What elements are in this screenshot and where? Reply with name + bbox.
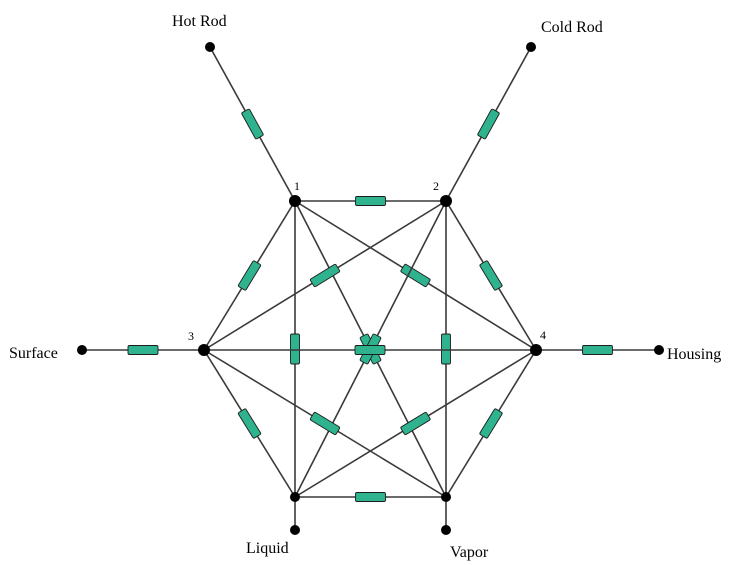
resistor-n2-vapor <box>441 333 451 365</box>
label-layer: Hot Rod Cold Rod 1 2 3 4 Surface Housing… <box>9 13 721 561</box>
label-surface: Surface <box>9 345 58 362</box>
resistor-n4-vapor <box>479 408 503 439</box>
resistor-hot_rod-n1 <box>241 108 264 140</box>
resistor-n4-housing <box>582 345 613 355</box>
node-n2 <box>440 195 452 207</box>
node-cold-rod <box>526 42 536 52</box>
label-node-1: 1 <box>294 179 300 193</box>
label-node-4: 4 <box>540 328 546 342</box>
resistor-n3-n4 <box>354 345 386 355</box>
node-housing <box>654 345 664 355</box>
resistor-n4-liquid <box>400 411 431 436</box>
resistor-n1-n3 <box>237 260 262 291</box>
label-cold-rod: Cold Rod <box>541 19 603 36</box>
node-liquid <box>290 492 300 502</box>
resistor-n1-liquid <box>290 333 300 365</box>
node-n4 <box>530 344 542 356</box>
node-vapor-terminal <box>441 525 451 535</box>
label-housing: Housing <box>667 346 721 363</box>
resistor-n3-liquid <box>237 408 262 439</box>
resistor-cold_rod-n2 <box>477 108 500 140</box>
node-liquid-terminal <box>290 525 300 535</box>
label-node-3: 3 <box>188 329 194 343</box>
label-liquid: Liquid <box>246 540 289 557</box>
resistor-n1-n4 <box>400 263 431 288</box>
resistor-n2-n4 <box>479 260 503 291</box>
resistor-surface-n3 <box>127 345 159 355</box>
resistor-n1-n2 <box>355 196 386 206</box>
edge-layer <box>82 46 659 530</box>
node-n3 <box>198 344 210 356</box>
node-surface <box>77 345 87 355</box>
resistor-n3-vapor <box>309 411 341 436</box>
label-vapor: Vapor <box>450 544 489 561</box>
label-hot-rod: Hot Rod <box>172 13 227 30</box>
node-hot-rod <box>205 42 215 52</box>
label-node-2: 2 <box>433 179 439 193</box>
resistor-n2-n3 <box>309 263 341 288</box>
node-n1 <box>289 195 301 207</box>
resistor-liquid-vapor <box>355 492 386 502</box>
node-vapor <box>441 492 451 502</box>
node-layer <box>77 42 664 535</box>
